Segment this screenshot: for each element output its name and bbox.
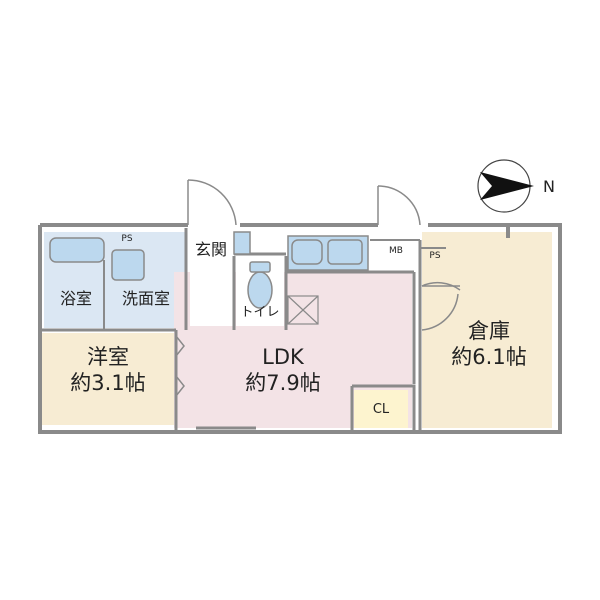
washroom-label: 洗面室 [121,289,170,308]
toilet-bowl-icon [247,271,273,309]
bathroom-label: 浴室 [59,289,92,308]
refrigerator-space-icon [287,295,319,325]
western-room-name: 洋室 [87,345,129,369]
western-room-label: 洋室 約3.1帖 [58,344,158,397]
storage-room-floor [422,232,552,428]
closet-floor [354,390,408,428]
storage-room-label: 倉庫 約6.1帖 [436,318,542,371]
pipe-space-label-2: PS [429,251,441,261]
wash-basin-icon [111,249,145,281]
storage-room-size: 約6.1帖 [451,345,527,370]
ldk-name: LDK [262,345,304,369]
sink-icon [291,239,323,265]
western-room-floor [40,333,174,425]
entrance-label: 玄関 [194,240,227,259]
walls [38,223,562,434]
stove-icon [327,239,363,265]
entrance-floor [190,260,234,326]
bathtub-icon [49,237,105,263]
closet-label: CL [372,402,390,417]
pipe-space-label-1: PS [121,234,133,244]
meter-box-label: MB [389,246,403,256]
ldk-size: 約7.9帖 [245,371,321,396]
toilet-tank-icon [249,261,271,273]
western-room-size: 約3.1帖 [70,371,146,396]
doors [175,179,461,430]
shoe-cabinet-icon [233,231,251,255]
fixtures [49,231,369,309]
ldk-label: LDK 約7.9帖 [228,344,338,397]
toilet-label: トイレ [240,305,280,320]
north-label: N [543,177,555,196]
compass-north-icon [477,159,534,213]
storage-room-name: 倉庫 [468,319,510,343]
